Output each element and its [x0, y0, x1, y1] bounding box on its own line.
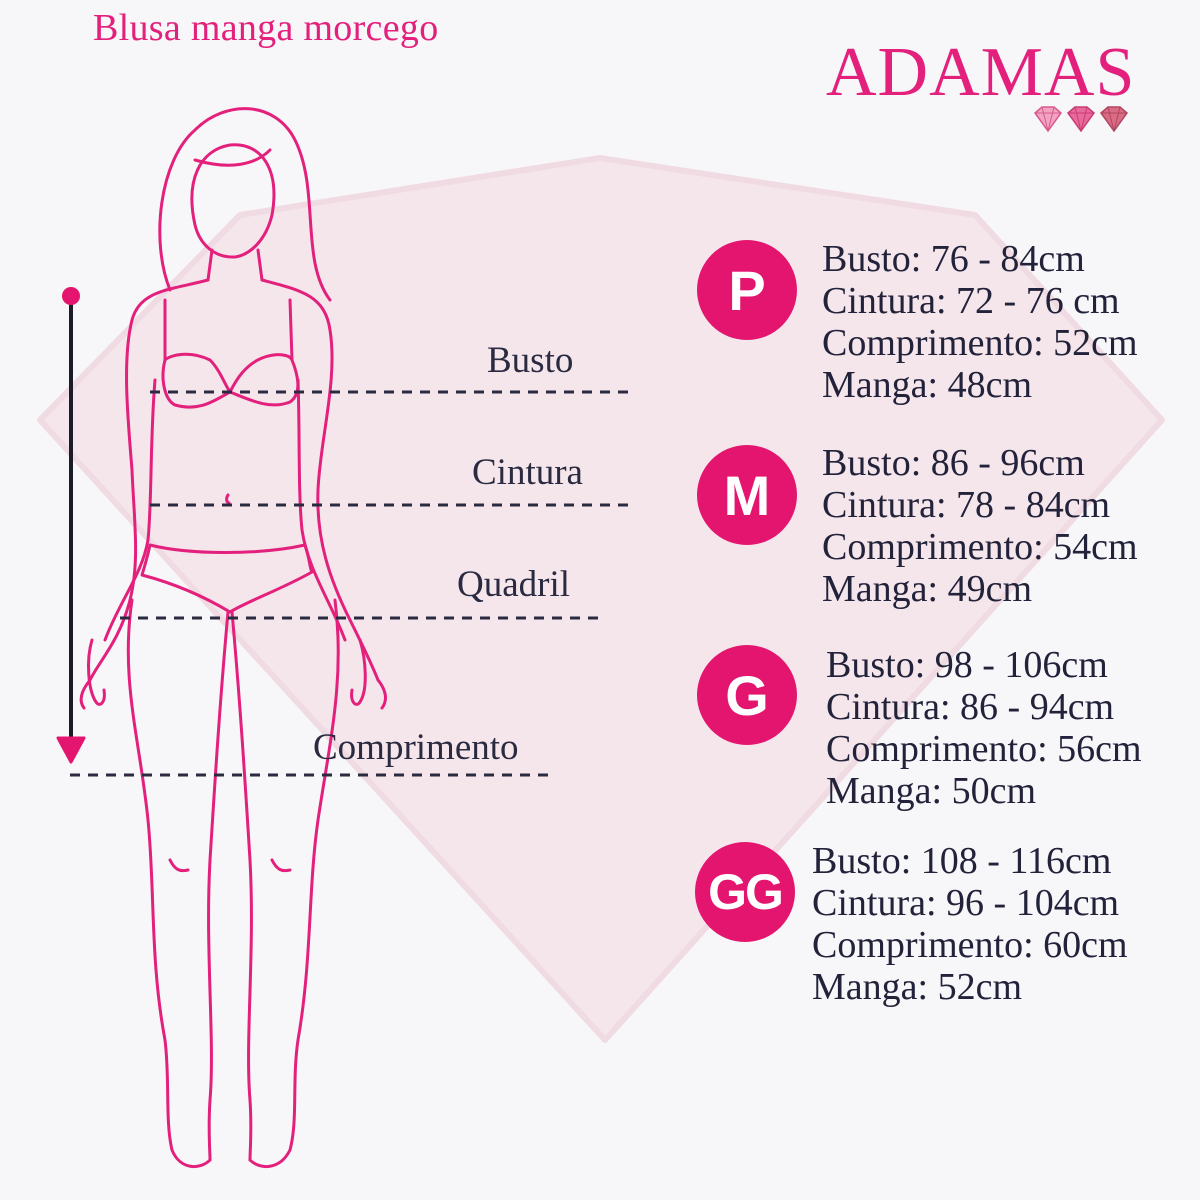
size-busto: Busto: 108 - 116cm [812, 840, 1112, 882]
size-comprimento: Comprimento: 52cm [822, 322, 1138, 364]
size-badge-m: M [697, 445, 797, 545]
size-manga: Manga: 49cm [822, 568, 1033, 610]
leg-right-inner [230, 610, 253, 1162]
label-busto: Busto [487, 340, 574, 381]
label-cintura: Cintura [472, 452, 583, 493]
leg-left-inner [207, 610, 230, 1162]
hand-left [79, 638, 106, 710]
size-comprimento: Comprimento: 56cm [826, 728, 1142, 770]
size-info-m: Busto: 86 - 96cm Cintura: 78 - 84cm Comp… [822, 442, 1138, 610]
product-title: Blusa manga morcego [93, 7, 439, 49]
size-cintura: Cintura: 78 - 84cm [822, 484, 1111, 526]
bra-outline [163, 298, 294, 394]
size-badge-g: G [697, 645, 797, 745]
diamond-icon [1033, 106, 1128, 133]
size-manga: Manga: 48cm [822, 364, 1033, 406]
hair-outline [158, 107, 332, 302]
torso-right-outline [260, 278, 380, 682]
size-info-gg: Busto: 108 - 116cm Cintura: 96 - 104cm C… [812, 840, 1128, 1008]
label-quadril: Quadril [457, 564, 571, 605]
torso-left-outline [88, 278, 210, 682]
brand-logo: ADAMAS [826, 34, 1136, 111]
size-busto: Busto: 86 - 96cm [822, 442, 1085, 484]
underwear-outline [140, 543, 314, 614]
label-comprimento: Comprimento [313, 727, 519, 768]
leg-left-outer [126, 598, 212, 1169]
size-cintura: Cintura: 86 - 94cm [826, 686, 1115, 728]
size-info-g: Busto: 98 - 106cm Cintura: 86 - 94cm Com… [826, 644, 1142, 812]
size-badge-p: P [697, 240, 797, 340]
size-cintura: Cintura: 96 - 104cm [812, 882, 1120, 924]
hand-right [350, 638, 387, 710]
size-manga: Manga: 52cm [812, 966, 1023, 1008]
size-comprimento: Comprimento: 60cm [812, 924, 1128, 966]
size-busto: Busto: 76 - 84cm [822, 238, 1085, 280]
size-cintura: Cintura: 72 - 76 cm [822, 280, 1120, 322]
size-manga: Manga: 50cm [826, 770, 1037, 812]
leg-right-outer [248, 598, 340, 1169]
size-busto: Busto: 98 - 106cm [826, 644, 1108, 686]
size-info-p: Busto: 76 - 84cm Cintura: 72 - 76 cm Com… [822, 238, 1138, 406]
length-arrow [56, 287, 86, 764]
size-badge-gg: GG [695, 842, 795, 942]
size-comprimento: Comprimento: 54cm [822, 526, 1138, 568]
